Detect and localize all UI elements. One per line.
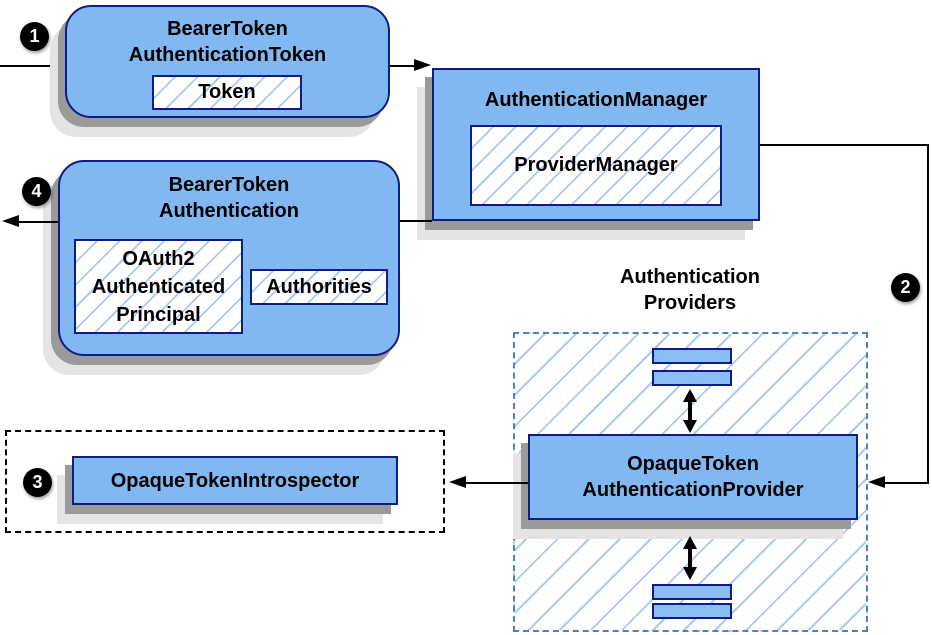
node-bearer-token-authentication: BearerToken Authentication OAuth2 Authen… (58, 160, 400, 356)
provider-manager-chip: ProviderManager (470, 125, 722, 206)
step-badge-1: 1 (20, 22, 49, 51)
principal-chip-line3: Principal (116, 303, 201, 326)
step-badge-3: 3 (23, 468, 52, 497)
flow-line-into-provider (884, 482, 929, 484)
node-bearer-token-authentication-token-title-line2: AuthenticationToken (128, 44, 327, 66)
step-badge-4-number: 4 (31, 181, 42, 201)
provider-manager-chip-label: ProviderManager (514, 154, 678, 176)
flow-line-manager-right (760, 144, 929, 146)
node-opaque-token-introspector-title: OpaqueTokenIntrospector (110, 469, 360, 492)
provider-bar-top-2 (652, 370, 732, 386)
node-opaque-token-authentication-provider-title-line1: OpaqueToken (627, 453, 759, 475)
token-chip: Token (152, 75, 302, 110)
outgoing-flow-line (16, 221, 58, 223)
flow-line-token-to-manager (390, 65, 416, 67)
token-chip-label: Token (198, 81, 256, 103)
incoming-flow-line (0, 65, 65, 67)
arrowhead-left-into-introspector-icon (449, 476, 466, 488)
step-badge-3-number: 3 (32, 472, 43, 492)
provider-bar-bottom-2 (652, 603, 732, 619)
step-badge-2-number: 2 (900, 277, 911, 297)
arrowhead-right-into-manager-icon (414, 59, 431, 71)
node-opaque-token-authentication-provider-title-line2: AuthenticationProvider (582, 479, 804, 501)
node-bearer-token-authentication-title-line1: BearerToken (168, 174, 290, 196)
node-bearer-token-authentication-token: BearerToken AuthenticationToken Token (65, 5, 390, 118)
principal-chip-line1: OAuth2 (122, 247, 195, 270)
node-bearer-token-authentication-title-line2: Authentication (159, 200, 299, 222)
authentication-providers-label-line2: Providers (643, 292, 737, 314)
node-authentication-manager: AuthenticationManager ProviderManager (432, 68, 760, 221)
authorities-chip: Authorities (250, 269, 388, 305)
flow-line-manager-to-authentication (400, 220, 432, 222)
flow-line-right-vertical (927, 144, 929, 484)
authorities-chip-label: Authorities (266, 275, 372, 298)
oauth2-authenticated-principal-chip: OAuth2 Authenticated Principal (74, 239, 243, 334)
principal-chip-line2: Authenticated (91, 275, 226, 298)
arrowhead-left-outgoing-icon (2, 215, 19, 227)
step-badge-2: 2 (891, 273, 920, 302)
node-authentication-manager-title: AuthenticationManager (484, 89, 708, 111)
authentication-providers-label-line1: Authentication (620, 266, 760, 288)
provider-bar-top-1 (652, 348, 732, 364)
step-badge-4: 4 (22, 177, 51, 206)
double-arrow-top-icon (683, 389, 697, 433)
flow-line-provider-to-introspector (466, 482, 528, 484)
double-arrow-bottom-icon (683, 536, 697, 580)
introspector-boundary (5, 430, 445, 533)
node-opaque-token-authentication-provider: OpaqueToken AuthenticationProvider (528, 434, 858, 520)
arrowhead-left-into-provider-icon (868, 476, 885, 488)
provider-bar-bottom-1 (652, 584, 732, 600)
step-badge-1-number: 1 (29, 26, 40, 46)
authentication-providers-label: Authentication Providers (555, 264, 825, 316)
node-bearer-token-authentication-token-title-line1: BearerToken (167, 18, 288, 40)
node-opaque-token-introspector: OpaqueTokenIntrospector (72, 456, 398, 505)
